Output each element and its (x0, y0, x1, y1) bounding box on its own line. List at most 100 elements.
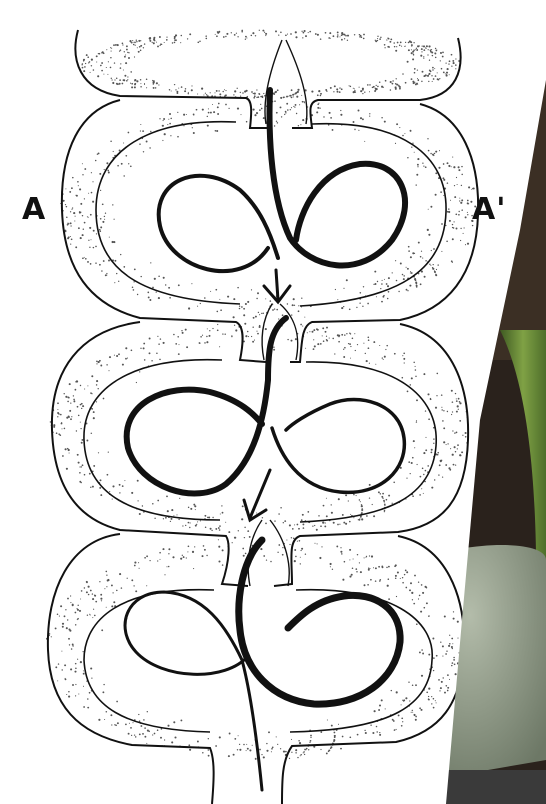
stipple-dot (266, 750, 268, 752)
stipple-dot (73, 212, 75, 214)
stipple-dot (83, 228, 84, 229)
stipple-dot (366, 556, 367, 557)
stipple-dot (377, 36, 378, 37)
stipple-dot (188, 744, 190, 746)
stipple-dot (83, 59, 85, 61)
stipple-dot (430, 398, 431, 399)
stipple-dot (157, 336, 158, 337)
stipple-dot (396, 46, 397, 47)
stipple-dot (99, 581, 100, 582)
stipple-dot (417, 158, 419, 160)
stipple-dot (112, 499, 113, 500)
stipple-dot (343, 356, 345, 358)
stipple-dot (127, 52, 128, 53)
stipple-dot (176, 514, 177, 515)
stipple-dot (164, 42, 165, 43)
stipple-dot (112, 82, 114, 84)
stipple-dot (341, 34, 343, 36)
stipple-dot (297, 757, 298, 758)
stipple-dot (369, 84, 371, 86)
stipple-dot (458, 409, 459, 410)
stipple-dot (203, 94, 204, 95)
stipple-dot (65, 204, 66, 205)
stipple-dot (413, 362, 414, 363)
stipple-dot (114, 219, 115, 220)
stipple-dot (437, 72, 438, 73)
stipple-dot (442, 656, 443, 657)
stipple-dot (217, 106, 219, 108)
stipple-dot (375, 88, 377, 90)
stipple-dot (278, 513, 280, 515)
stipple-dot (447, 411, 448, 412)
stipple-dot (384, 501, 385, 502)
stipple-dot (330, 563, 332, 565)
stipple-dot (117, 165, 119, 167)
stipple-dot (446, 75, 448, 77)
stipple-dot (302, 523, 304, 525)
stipple-dot (366, 360, 368, 362)
stipple-dot (457, 448, 458, 449)
stipple-dot (416, 286, 418, 288)
stipple-dot (139, 46, 141, 48)
stipple-dot (59, 616, 60, 617)
stipple-dot (140, 725, 142, 727)
stipple-dot (93, 417, 95, 419)
stipple-dot (100, 230, 102, 232)
stipple-dot (205, 35, 207, 37)
stipple-dot (459, 200, 460, 201)
stipple-dot (352, 567, 354, 569)
stipple-dot (332, 129, 334, 131)
stipple-dot (277, 122, 278, 123)
stipple-dot (209, 335, 211, 337)
stipple-dot (237, 287, 239, 289)
stipple-dot (448, 63, 449, 64)
stipple-dot (168, 119, 169, 120)
stipple-dot (104, 216, 105, 217)
stipple-dot (289, 524, 291, 526)
stipple-dot (447, 687, 449, 689)
stipple-dot (175, 89, 176, 90)
stipple-dot (409, 700, 410, 701)
stipple-dot (135, 736, 137, 738)
stipple-dot (285, 111, 287, 113)
stipple-dot (149, 352, 151, 354)
stipple-dot (240, 114, 241, 115)
stipple-dot (51, 636, 52, 637)
stipple-dot (175, 343, 177, 345)
stipple-dot (154, 733, 156, 735)
stipple-dot (384, 510, 386, 512)
stipple-dot (455, 213, 457, 215)
stipple-dot (83, 70, 85, 72)
stipple-dot (191, 283, 192, 284)
stipple-dot (304, 101, 305, 102)
stipple-dot (134, 734, 135, 735)
stipple-dot (87, 615, 88, 616)
stipple-dot (291, 752, 292, 753)
stipple-dot (135, 45, 136, 46)
stipple-dot (396, 123, 398, 125)
stipple-dot (80, 428, 81, 429)
stipple-dot (203, 545, 205, 547)
stipple-dot (153, 42, 155, 44)
stipple-dot (134, 86, 136, 88)
stipple-dot (66, 627, 68, 629)
stipple-dot (384, 47, 385, 48)
stipple-dot (113, 44, 115, 46)
stipple-dot (252, 326, 253, 327)
stipple-dot (180, 719, 182, 721)
stipple-dot (240, 96, 241, 97)
stipple-dot (163, 120, 164, 121)
stipple-dot (177, 336, 179, 338)
stipple-dot (385, 80, 387, 82)
stipple-dot (168, 548, 170, 550)
stipple-dot (147, 292, 149, 294)
stipple-dot (70, 211, 71, 212)
stipple-dot (299, 540, 301, 542)
stipple-dot (384, 505, 385, 506)
stipple-dot (65, 188, 66, 189)
stipple-dot (401, 704, 402, 705)
stipple-dot (68, 628, 70, 630)
stipple-dot (282, 314, 284, 316)
stipple-dot (74, 220, 75, 221)
stipple-dot (380, 579, 382, 581)
